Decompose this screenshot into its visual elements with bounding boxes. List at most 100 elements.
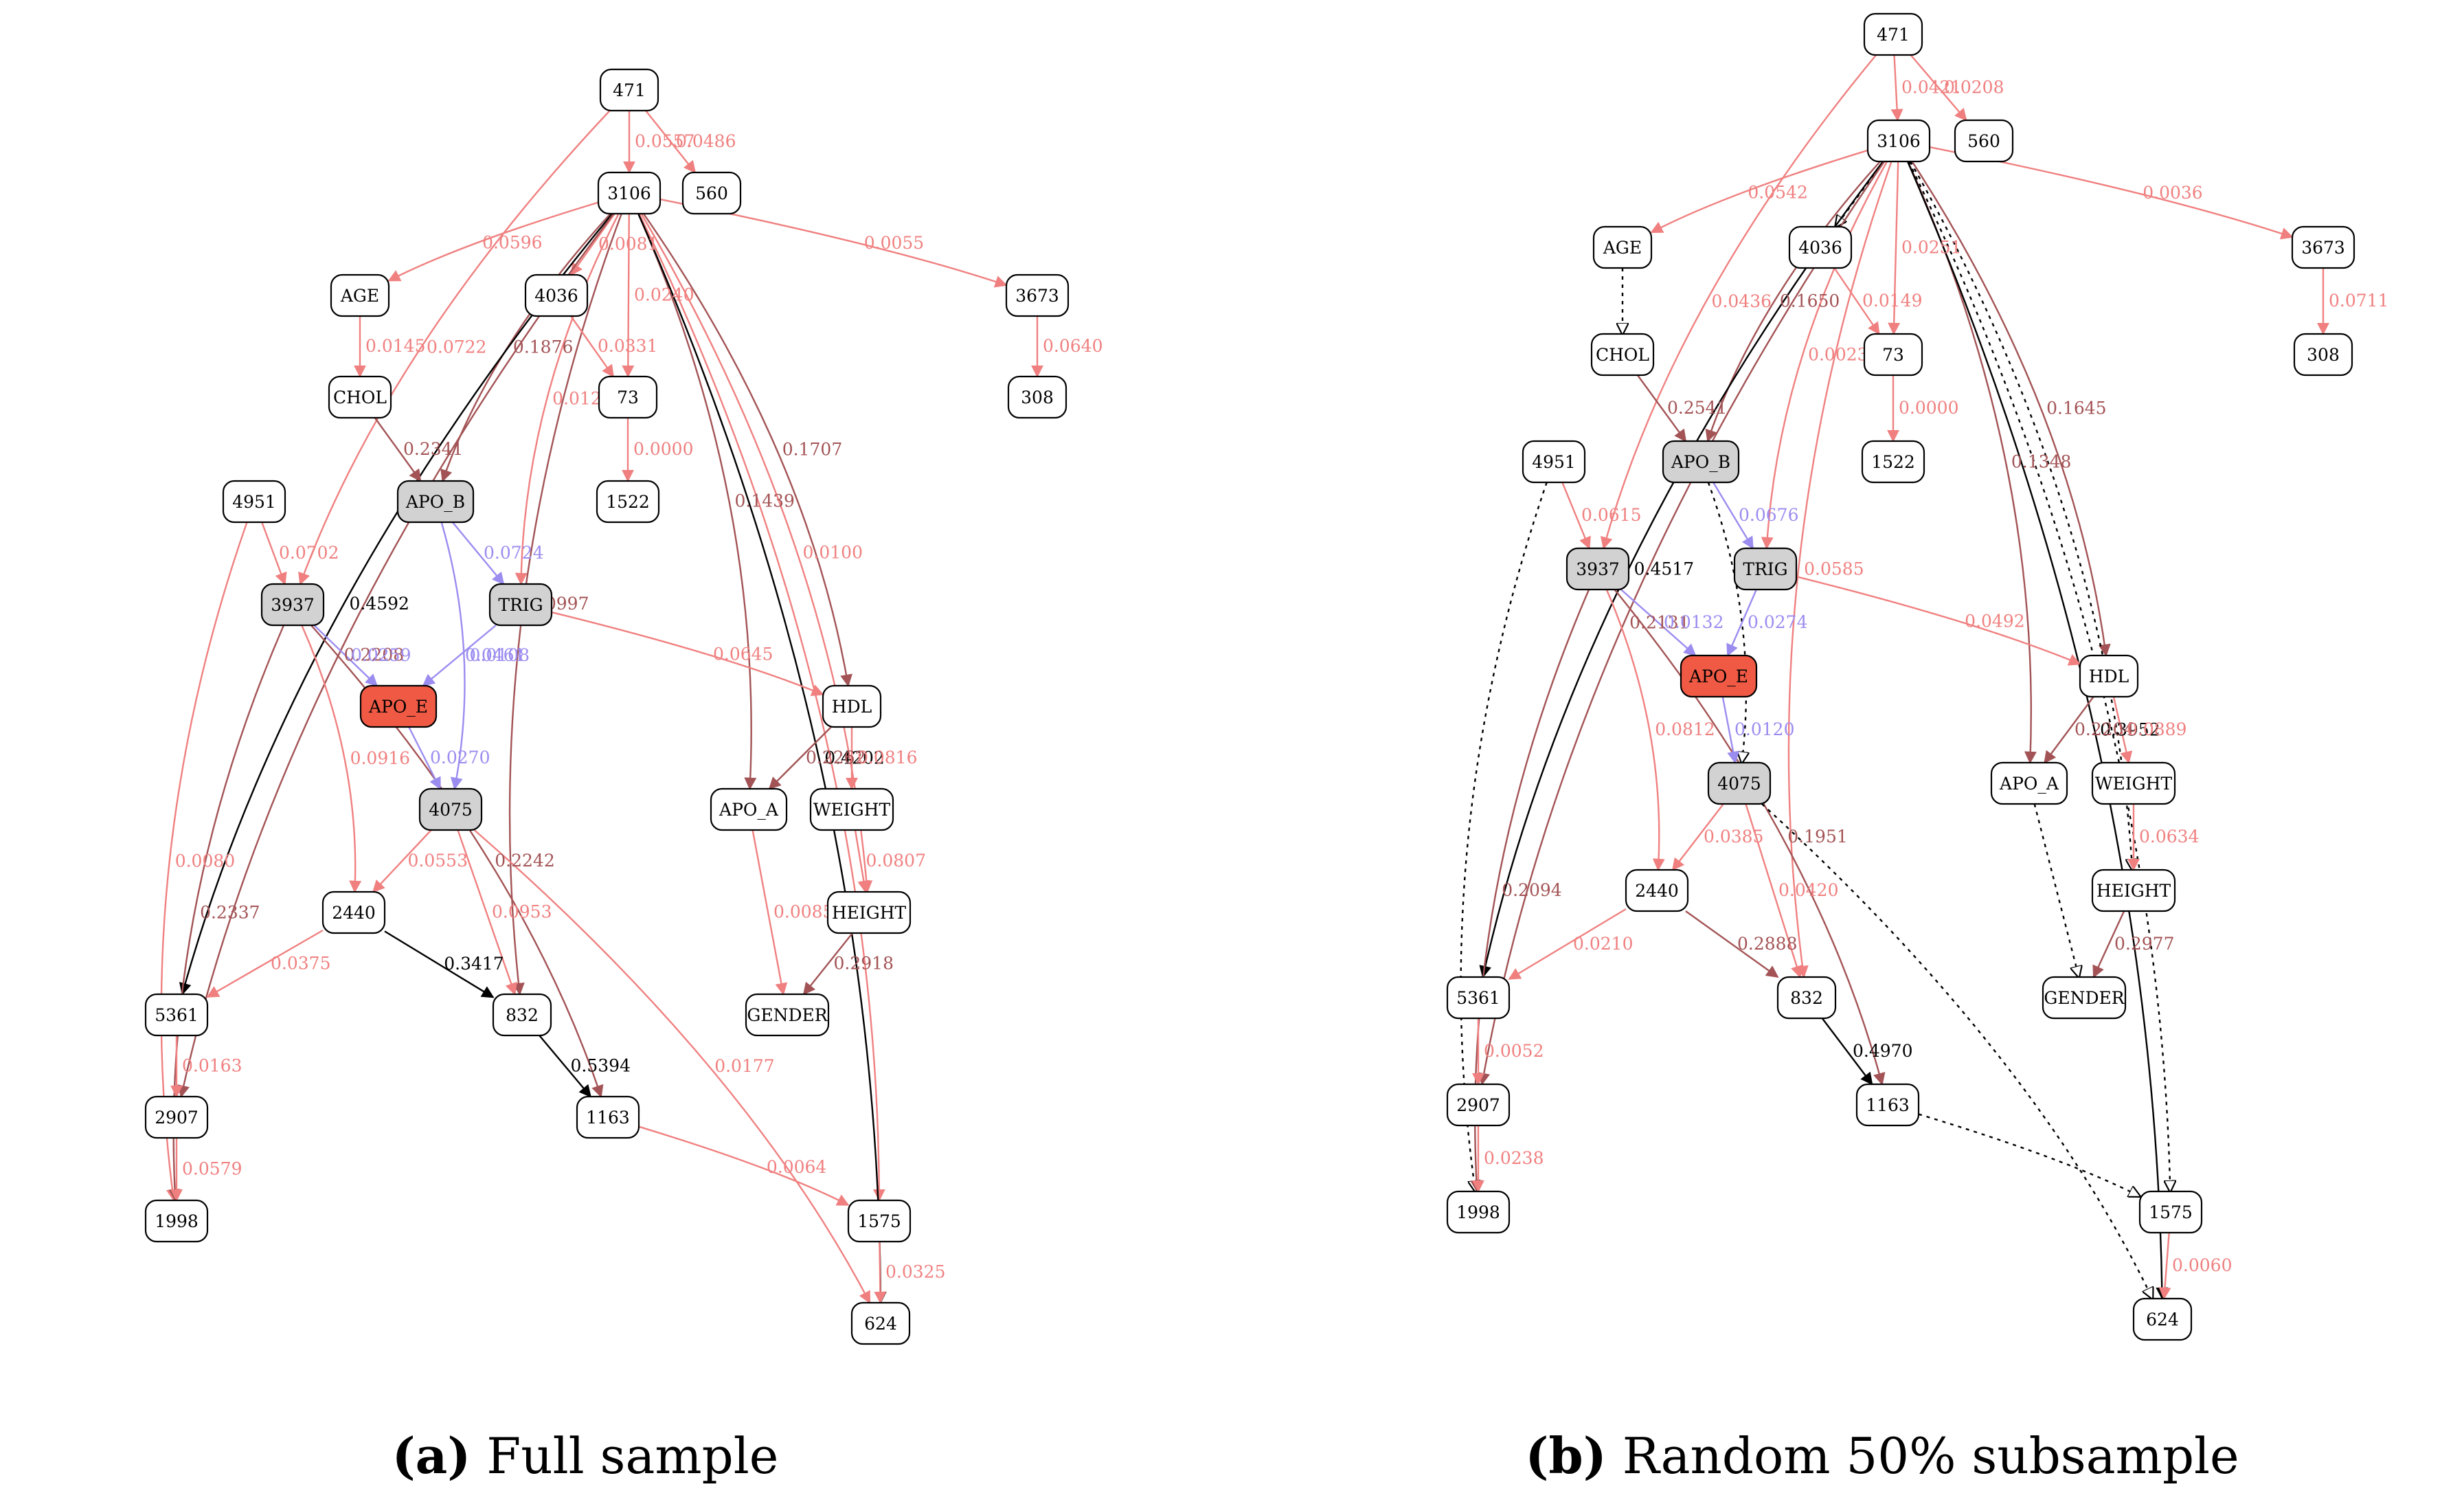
edge-weight-label: 0.2888 (1737, 934, 1797, 954)
edge-weight-label: 0.0081 (598, 234, 658, 254)
node-3106: 3106 (597, 171, 662, 215)
edge-3937-2440 (1605, 589, 1665, 871)
node-3937: 3937 (260, 583, 325, 627)
node-box (1446, 1190, 1511, 1234)
edge-weight-label: 0.2204 (2075, 719, 2134, 739)
node-label: 308 (1021, 388, 1054, 407)
node-box (1707, 761, 1772, 805)
edge-4036-73 (1833, 267, 1880, 335)
node-label: 4075 (1717, 774, 1761, 794)
edge-weight-label: 0.0120 (1734, 719, 1794, 739)
node-73: 73 (598, 375, 658, 419)
node-2440: 2440 (321, 890, 386, 934)
edge-weight-label: 0.2262 (806, 748, 866, 767)
edge-weight-label: 0.0000 (633, 439, 693, 459)
node-apo-b: APO_B (1662, 440, 1740, 484)
edge-2440-832 (1685, 910, 1779, 978)
edge-471-3937 (298, 110, 611, 585)
edge-CHOL-APO_B (374, 417, 422, 482)
edge-weight-label: 0.3952 (2100, 720, 2160, 740)
edge-2440-5361 (1508, 908, 1627, 980)
edge-weight-label: 0.0634 (2139, 827, 2199, 847)
edge-2440-5361 (206, 929, 324, 998)
node-box (599, 68, 659, 112)
caption-tag: (b) (1525, 1426, 1607, 1485)
node-1575: 1575 (847, 1199, 912, 1243)
node-label: 1575 (2149, 1202, 2193, 1222)
node-box (596, 480, 660, 524)
node-label: 1163 (586, 1108, 630, 1128)
edge-4951-1998 (1460, 482, 1548, 1191)
edge-weight-label: 0.0251 (1901, 238, 1961, 258)
node-age: AGE (1592, 225, 1653, 269)
edge-weight-label: 0.5394 (571, 1056, 631, 1076)
caption-panel-b: (b) Random 50% subsample (1525, 1426, 2239, 1485)
edge-3106-APO_B (1705, 161, 1881, 442)
node-gender: GENDER (2042, 976, 2127, 1020)
edge-weight-label: 0.0816 (857, 748, 917, 767)
edge-weight-label: 0.0596 (482, 233, 542, 253)
node-box (1680, 654, 1758, 698)
node-label: 3937 (271, 595, 315, 615)
edge-weight-label: 0.0108 (470, 645, 530, 665)
edge-weight-label: 0.0724 (484, 543, 543, 563)
edge-weight-label: 0.0064 (767, 1157, 826, 1177)
edge-471-560 (1910, 54, 1967, 122)
node-box (809, 787, 894, 831)
node-box (2132, 1297, 2193, 1341)
edge-TRIG-HDL (551, 611, 824, 696)
node-label: HEIGHT (832, 903, 907, 923)
edge-weight-label: 0.0492 (1965, 611, 2024, 631)
node-label: 4075 (429, 800, 473, 820)
node-box (488, 583, 553, 627)
node-height: HEIGHT (826, 890, 912, 934)
edge-weight-label: 0.0889 (2127, 719, 2186, 739)
node-560: 560 (681, 171, 742, 215)
edge-weight-label: 0.0812 (1655, 719, 1715, 739)
node-label: 1575 (857, 1211, 901, 1231)
node-gender: GENDER (745, 993, 830, 1037)
edge-3106-HDL (1911, 161, 2111, 657)
node-box (745, 993, 830, 1037)
node-1998: 1998 (1446, 1190, 1511, 1234)
node-box (1788, 225, 1853, 269)
node-1522: 1522 (1861, 440, 1925, 484)
node-label: TRIG (1743, 559, 1787, 579)
edge-weight-label: 0.0023 (1808, 345, 1868, 365)
node-label: 2907 (155, 1108, 199, 1128)
edge-weight-label: 0.2337 (200, 903, 260, 923)
node-box (1990, 761, 2068, 805)
node-hdl: HDL (822, 684, 882, 728)
edge-weight-label: 0.0149 (1862, 291, 1922, 311)
node-box (598, 375, 658, 419)
edge-weight-label: 0.0461 (465, 645, 525, 665)
caption-text: Full sample (486, 1427, 779, 1485)
node-box (681, 171, 742, 215)
edge-4075-2440 (372, 829, 432, 893)
node-4036: 4036 (1788, 225, 1853, 269)
node-box (328, 375, 392, 419)
edge-weight-label: 0.0163 (182, 1056, 242, 1076)
node-label: 1998 (155, 1211, 199, 1231)
edge-3937-2440 (301, 625, 362, 893)
node-label: 3673 (1015, 286, 1059, 306)
node-5361: 5361 (1446, 976, 1511, 1020)
node-308: 308 (2293, 333, 2353, 377)
edge-weight-label: 0.0640 (1043, 336, 1103, 356)
node-5361: 5361 (144, 993, 209, 1037)
node-box (260, 583, 325, 627)
edge-weight-label: 0.1707 (782, 440, 842, 460)
node-box (597, 171, 662, 215)
edge-weight-label: 0.2131 (1629, 613, 1689, 633)
caption-tag: (a) (392, 1426, 471, 1485)
node-box (1446, 976, 1511, 1020)
node-trig: TRIG (1733, 547, 1798, 591)
edge-weight-label: 0.0436 (1712, 291, 1772, 311)
edge-weight-label: 0.0036 (2143, 183, 2202, 203)
node-box (1855, 1083, 1920, 1127)
node-age: AGE (330, 273, 390, 317)
edge-weight-label: 0.1876 (513, 337, 573, 357)
node-trig: TRIG (488, 583, 553, 627)
edge-1575-624 (874, 1241, 887, 1304)
edge-weight-label: 0.0557 (635, 131, 694, 151)
